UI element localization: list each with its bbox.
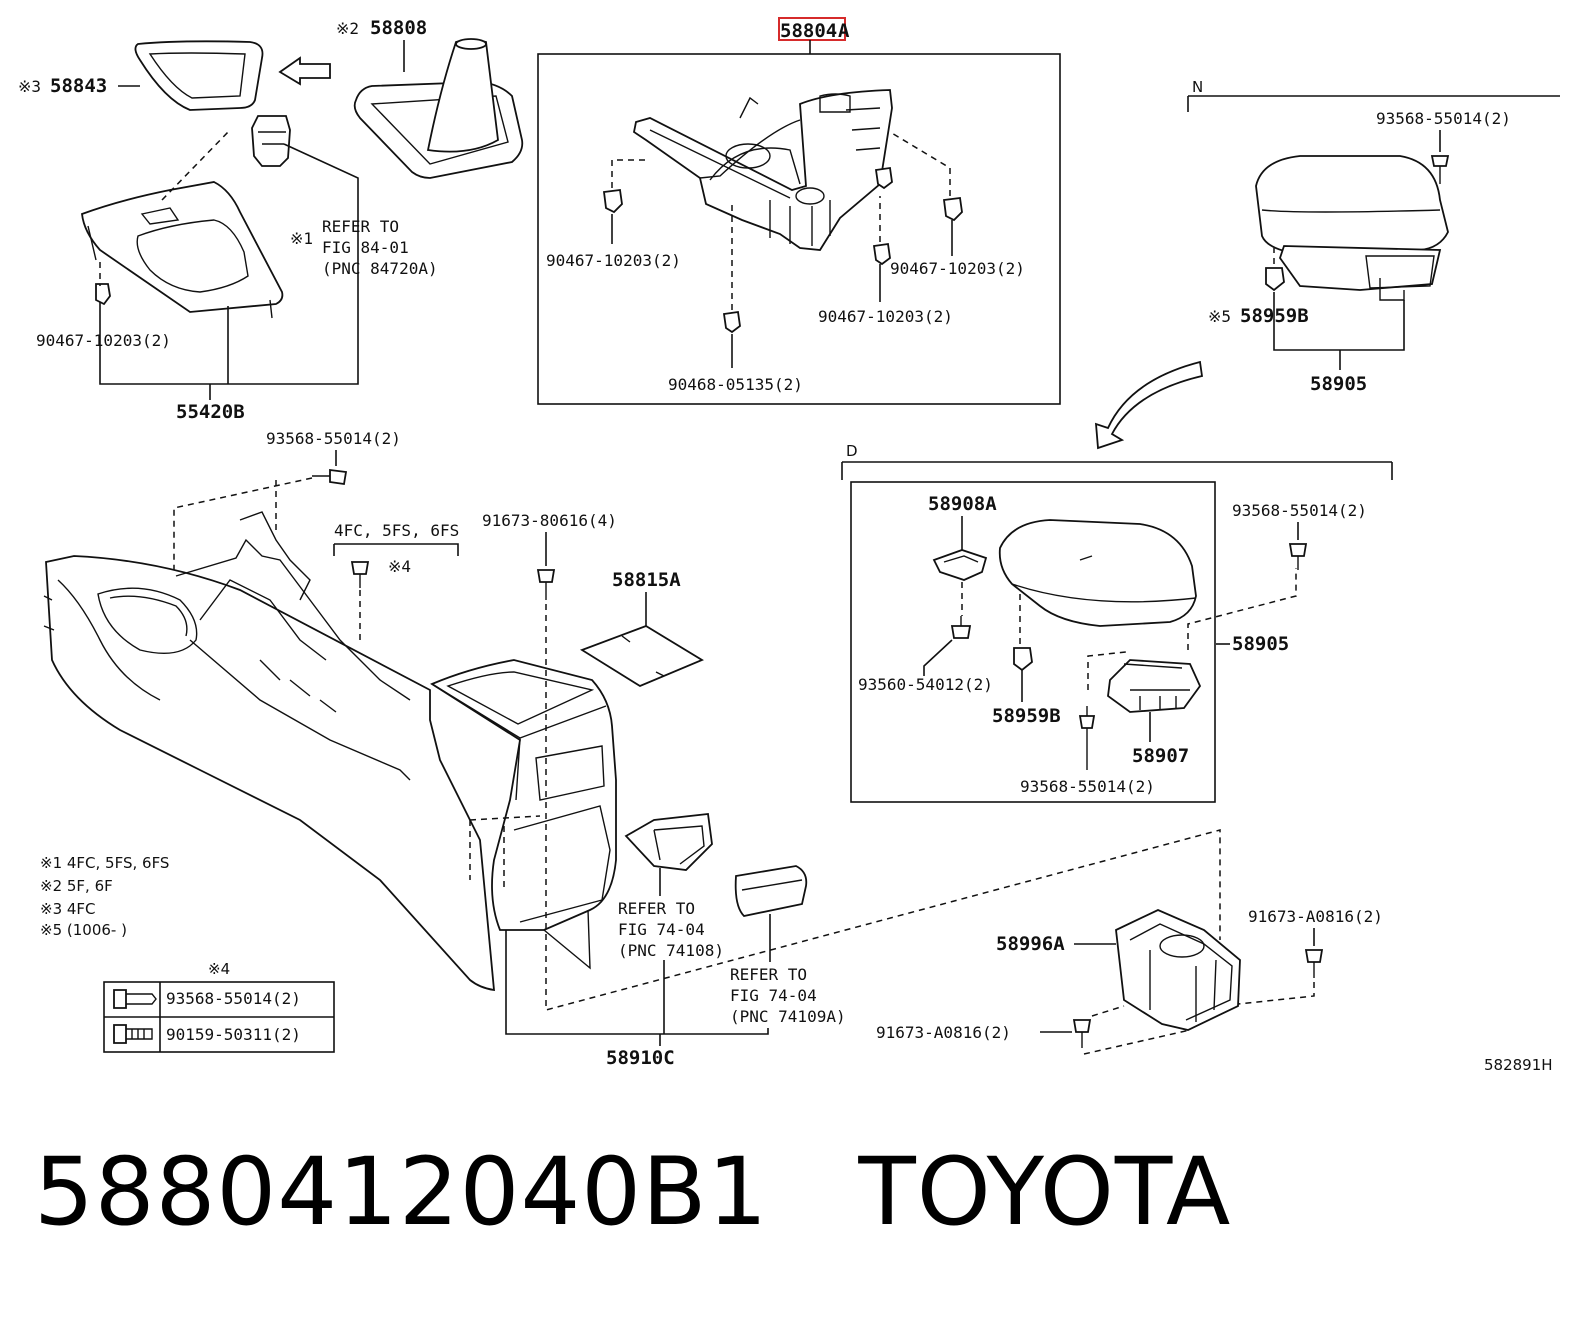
part-55420B-panel [81, 181, 284, 319]
screw-4fc [350, 561, 370, 588]
refer-text-1c: (PNC 84720A) [322, 259, 438, 278]
part-58804A-console-box [632, 89, 893, 251]
part-58843-bezel [134, 40, 264, 111]
refer-text-3b: FIG 74-04 [730, 986, 817, 1005]
legend-title: ※4 [208, 960, 230, 978]
refer-text-2a: REFER TO [618, 899, 695, 918]
part-58910C-console [43, 511, 617, 992]
arrow-left-icon [278, 56, 331, 86]
part-58907-latch [1107, 659, 1202, 713]
clip-58959B-top [1265, 267, 1285, 292]
refer-text-1b: FIG 84-01 [322, 238, 409, 257]
label-58996A: 58996A [996, 933, 1065, 955]
part-58996A-bracket [1115, 909, 1241, 1031]
part-58815A-mat [579, 625, 704, 688]
highlight-box [778, 17, 846, 41]
label-93568-d2: 93568-55014(2) [1020, 777, 1155, 796]
part-58808-boot [353, 38, 524, 179]
label-D: D [846, 442, 858, 460]
part-58905-lid [998, 519, 1197, 627]
label-91673-A-left: 91673-A0816(2) [876, 1023, 1011, 1042]
part-cover-74109A [734, 865, 808, 917]
clip-left [95, 283, 111, 306]
label-58959B-d: 58959B [992, 705, 1061, 727]
part-58908A-hinge [932, 549, 988, 581]
label-90467-box-right1: 90467-10203(2) [890, 259, 1025, 278]
note-mark-3: ※3 [18, 77, 41, 96]
part-number: 5880412040B1 [34, 1138, 769, 1247]
screw-93568-mid [312, 468, 348, 486]
label-58905-d: 58905 [1232, 633, 1289, 655]
group-box-58804A [537, 53, 1061, 405]
label-93568-top: 93568-55014(2) [1376, 109, 1511, 128]
label-90467-box-left: 90467-10203(2) [546, 251, 681, 270]
note-line-2: ※2 5F, 6F [40, 877, 113, 895]
footer-caption: 5880412040B1 TOYOTA [34, 1138, 1321, 1247]
refer-text-3c: (PNC 74109A) [730, 1007, 846, 1026]
label-55420B: 55420B [176, 401, 245, 423]
legend-row-2: 90159-50311(2) [166, 1025, 301, 1044]
legend-table [103, 981, 335, 1053]
screw-icon [1430, 155, 1450, 184]
screw-91673-A-right [1304, 949, 1324, 978]
label-58908A: 58908A [928, 493, 997, 515]
label-58905-top: 58905 [1310, 373, 1367, 395]
note-mark-1: ※1 [290, 229, 313, 248]
label-90467-left: 90467-10203(2) [36, 331, 171, 350]
label-N: N [1192, 78, 1203, 96]
note-mark-2: ※2 [336, 19, 359, 38]
group-box-D [850, 481, 1216, 803]
label-90468: 90468-05135(2) [668, 375, 803, 394]
refer-text-2c: (PNC 74108) [618, 941, 724, 960]
label-4fc-group: 4FC, 5FS, 6FS [334, 521, 459, 540]
label-93560: 93560-54012(2) [858, 675, 993, 694]
label-58843: 58843 [50, 75, 107, 97]
screw-93568-d [1288, 543, 1308, 570]
screw-91673-80616 [536, 569, 556, 600]
note-line-1: ※1 4FC, 5FS, 6FS [40, 854, 169, 872]
part-pocket-74108 [624, 813, 713, 871]
parts-diagram: ※2 58808 ※3 58843 ※1 REFER TO FIG 84-01 … [18, 17, 1560, 1074]
note-mark-5: ※5 [1208, 307, 1231, 326]
diagram-code: 582891H [1484, 1056, 1553, 1074]
refer-text-3a: REFER TO [730, 965, 807, 984]
refer-text-2b: FIG 74-04 [618, 920, 705, 939]
screw-93560 [950, 616, 972, 639]
legend-row-1: 93568-55014(2) [166, 989, 301, 1008]
label-58907: 58907 [1132, 745, 1189, 767]
label-58815A: 58815A [612, 569, 681, 591]
label-93568-d: 93568-55014(2) [1232, 501, 1367, 520]
label-91673-80616: 91673-80616(4) [482, 511, 617, 530]
screw-93568-d2 [1078, 706, 1096, 770]
label-93568-mid: 93568-55014(2) [266, 429, 401, 448]
refer-text-1a: REFER TO [322, 217, 399, 236]
clips-58804A [602, 166, 963, 334]
label-58808: 58808 [370, 17, 427, 39]
label-91673-A-right: 91673-A0816(2) [1248, 907, 1383, 926]
note-line-3: ※3 4FC [40, 900, 96, 918]
curved-arrow-icon [1094, 360, 1204, 450]
label-58804-highlighted: 58804 [780, 20, 837, 42]
label-58804-suffix: A [838, 20, 850, 42]
part-58905-armrest-top [1255, 155, 1449, 301]
switch-part [251, 115, 291, 167]
clip-58959B-d [1013, 647, 1033, 672]
label-58910C: 58910C [606, 1047, 675, 1069]
screw-91673-A-left [1072, 1019, 1092, 1048]
note-mark-4: ※4 [388, 557, 411, 576]
note-line-4: ※5 (1006- ) [40, 921, 127, 939]
brand-name: TOYOTA [858, 1138, 1232, 1247]
label-90467-box-right2: 90467-10203(2) [818, 307, 953, 326]
